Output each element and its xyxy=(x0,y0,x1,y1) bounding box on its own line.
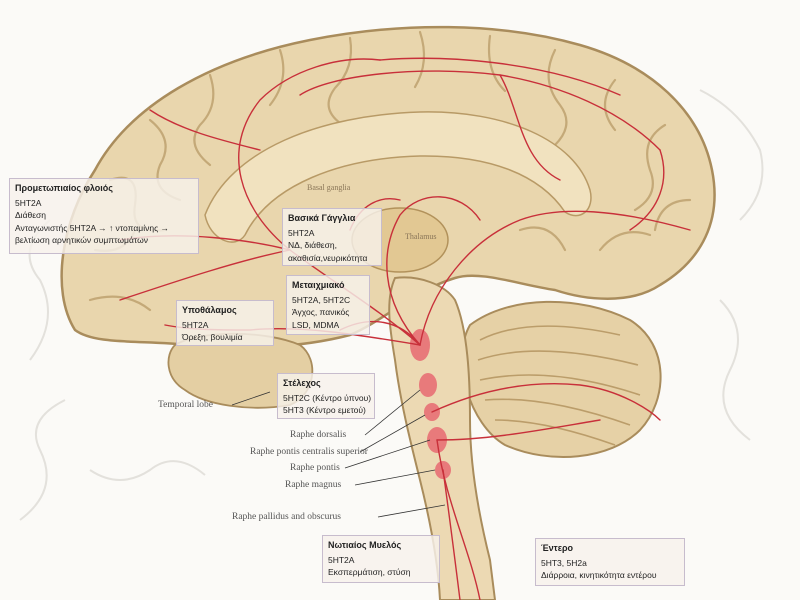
box-limbic: Μεταιχμιακό 5HT2A, 5HT2C Άγχος, πανικός … xyxy=(286,275,370,335)
box-prefrontal-line: Διάθεση xyxy=(15,210,46,221)
box-brainstem-line: 5HT2C (Κέντρο ύπνου) xyxy=(283,393,372,404)
label-raphe-pontis: Raphe pontis xyxy=(290,463,340,473)
box-hypothalamus-title: Υποθάλαμος xyxy=(182,305,237,315)
cortical-folds xyxy=(88,30,692,312)
box-limbic-line: LSD, MDMA xyxy=(292,319,340,330)
box-brainstem-line: 5HT3 (Κέντρο εμετού) xyxy=(283,405,366,416)
label-basal-ganglia: Basal ganglia xyxy=(307,183,351,192)
box-hypothalamus: Υποθάλαμος 5HT2A Όρεξη, βουλιμία xyxy=(176,300,274,346)
box-prefrontal-line: Ανταγωνιστής 5HT2A → ↑ ντοπαμίνης → xyxy=(15,222,170,233)
box-spinal-cord: Νωτιαίος Μυελός 5HT2A Εκσπερμάτιση, στύσ… xyxy=(322,535,440,583)
label-thalamus: Thalamus xyxy=(405,232,437,241)
label-leader-lines xyxy=(231,389,446,518)
box-gut: Έντερο 5HT3, 5H2a Διάρροια, κινητικότητα… xyxy=(535,538,685,586)
box-prefrontal-line: 5HT2A xyxy=(15,198,42,209)
label-temporal-lobe: Temporal lobe xyxy=(158,400,213,410)
box-limbic-line: 5HT2A, 5HT2C xyxy=(292,295,351,306)
box-basal-ganglia: Βασικά Γάγγλια 5HT2A ΝΔ, διάθεση, ακαθισ… xyxy=(282,208,382,266)
box-gut-title: Έντερο xyxy=(541,543,574,553)
box-spinal-cord-line: Εκσπερμάτιση, στύση xyxy=(328,567,411,578)
box-basal-ganglia-line: 5HT2A xyxy=(288,228,315,239)
cerebellum xyxy=(461,300,662,458)
cerebellum-folia xyxy=(477,325,641,446)
box-gut-line: 5HT3, 5H2a xyxy=(541,558,587,569)
box-gut-line: Διάρροια, κινητικότητα εντέρου xyxy=(541,570,657,581)
box-prefrontal-line: βελτίωση αρνητικών συμπτωμάτων xyxy=(15,234,148,245)
box-spinal-cord-line: 5HT2A xyxy=(328,555,355,566)
label-raphe-pallidus: Raphe pallidus and obscurus xyxy=(232,512,341,522)
label-raphe-pontis-centralis: Raphe pontis centralis superior xyxy=(250,447,368,457)
label-raphe-dorsalis: Raphe dorsalis xyxy=(290,430,347,440)
box-basal-ganglia-line: ΝΔ, διάθεση, xyxy=(288,240,337,251)
box-prefrontal-cortex: Προμετωπιαίος φλοιός 5HT2A Διάθεση Ανταγ… xyxy=(9,178,199,254)
cerebrum xyxy=(60,25,716,349)
box-basal-ganglia-line: ακαθισία,νευρικότητα xyxy=(288,252,368,263)
corpus-callosum xyxy=(204,111,592,243)
box-hypothalamus-line: Όρεξη, βουλιμία xyxy=(182,332,243,343)
box-basal-ganglia-title: Βασικά Γάγγλια xyxy=(288,213,356,223)
box-brainstem: Στέλεχος 5HT2C (Κέντρο ύπνου) 5HT3 (Κέντ… xyxy=(277,373,375,419)
label-raphe-magnus: Raphe magnus xyxy=(285,480,342,490)
box-limbic-line: Άγχος, πανικός xyxy=(292,307,350,318)
box-spinal-cord-title: Νωτιαίος Μυελός xyxy=(328,540,402,550)
box-prefrontal-title: Προμετωπιαίος φλοιός xyxy=(15,183,113,193)
box-brainstem-title: Στέλεχος xyxy=(283,378,321,388)
box-hypothalamus-line: 5HT2A xyxy=(182,320,209,331)
box-limbic-title: Μεταιχμιακό xyxy=(292,280,345,290)
